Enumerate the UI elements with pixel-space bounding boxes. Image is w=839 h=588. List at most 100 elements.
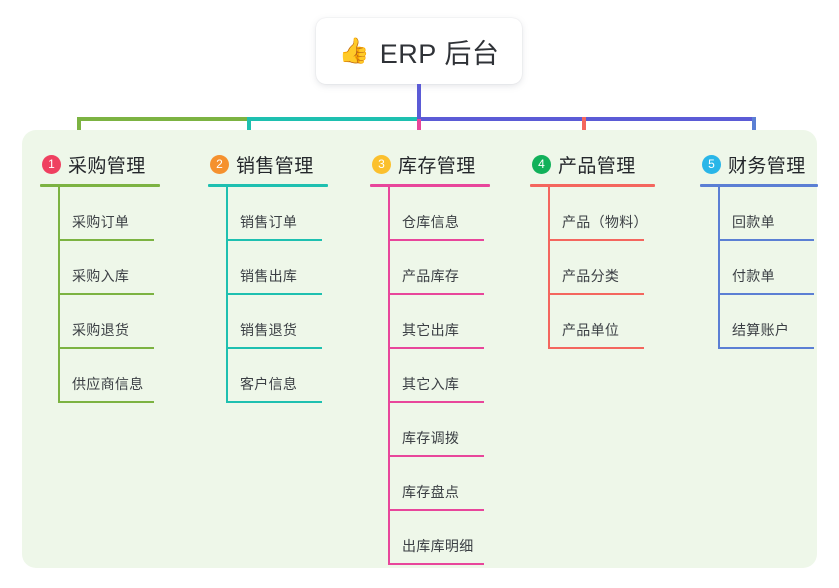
root-node-card[interactable]: 👍 ERP 后台 [316,18,522,84]
list-item-rule [548,347,644,349]
column-5: 5 财务管理回款单付款单结算账户 [700,144,839,349]
list-item[interactable]: 出库库明细 [388,511,540,565]
column-badge-4: 4 [532,154,551,174]
list-item-label: 供应商信息 [72,376,144,392]
root-node-title: ERP 后台 [379,38,500,69]
column-4: 4 产品管理产品（物料） 产品分类产品单位 [530,144,705,349]
list-item-rule [388,293,484,295]
list-item-rule [226,293,322,295]
list-item-label: 回款单 [732,214,775,230]
list-item[interactable]: 结算账户 [718,295,839,349]
list-item[interactable]: 销售退货 [226,295,368,349]
column-header-3[interactable]: 3 库存管理 [370,144,540,184]
column-title-4: 产品管理 [558,155,636,177]
column-header-2[interactable]: 2 销售管理 [208,144,368,184]
list-item-label: 其它入库 [402,376,460,392]
list-item[interactable]: 仓库信息 [388,187,540,241]
list-item-rule [58,347,154,349]
list-item-label: 销售出库 [240,268,298,284]
list-item-label: 销售订单 [240,214,298,230]
column-rule-4 [530,184,655,187]
column-badge-2: 2 [210,154,229,174]
list-item[interactable]: 库存盘点 [388,457,540,511]
list-item-rule [718,293,814,295]
list-item[interactable]: 销售订单 [226,187,368,241]
list-item-label: 仓库信息 [402,214,460,230]
list-item[interactable]: 采购订单 [58,187,200,241]
list-item-rule [718,239,814,241]
list-item[interactable]: 采购入库 [58,241,200,295]
list-item[interactable]: 库存调拨 [388,403,540,457]
diagram-panel: 1 采购管理采购订单采购入库采购退货供应商信息 2 销售管理销售订单销售出库销售退货客… [22,130,818,568]
thumbs-up-icon: 👍 [338,36,370,65]
list-item[interactable]: 付款单 [718,241,839,295]
column-rule-3 [370,184,490,187]
list-item-label: 产品分类 [562,268,620,284]
column-header-1[interactable]: 1 采购管理 [40,144,200,184]
list-item[interactable]: 客户信息 [226,349,368,403]
column-items-2: 销售订单销售出库销售退货客户信息 [226,187,368,403]
list-item-label: 采购入库 [72,268,130,284]
list-item-label: 出库库明细 [402,538,474,554]
column-title-5: 财务管理 [728,155,806,177]
column-header-4[interactable]: 4 产品管理 [530,144,705,184]
list-item-rule [58,401,154,403]
list-item-rule [718,347,814,349]
list-item-rule [226,239,322,241]
list-item-rule [226,347,322,349]
list-item[interactable]: 产品单位 [548,295,705,349]
column-header-5[interactable]: 5 财务管理 [700,144,839,184]
column-badge-5: 5 [702,154,721,174]
list-item[interactable]: 产品（物料） [548,187,705,241]
list-item-label: 产品（物料） [562,214,648,230]
column-title-3: 库存管理 [398,155,476,177]
column-items-1: 采购订单采购入库采购退货供应商信息 [58,187,200,403]
column-spine-1 [58,187,60,403]
column-items-5: 回款单付款单结算账户 [718,187,839,349]
list-item[interactable]: 其它出库 [388,295,540,349]
column-1: 1 采购管理采购订单采购入库采购退货供应商信息 [40,144,200,403]
list-item-label: 销售退货 [240,322,298,338]
column-spine-5 [718,187,720,349]
column-badge-1: 1 [42,154,61,174]
list-item-label: 采购退货 [72,322,130,338]
column-rule-2 [208,184,328,187]
column-spine-4 [548,187,550,349]
list-item-rule [388,455,484,457]
list-item-label: 结算账户 [732,322,790,338]
list-item-label: 库存盘点 [402,484,460,500]
list-item-rule [388,239,484,241]
list-item-rule [58,239,154,241]
list-item[interactable]: 其它入库 [388,349,540,403]
list-item[interactable]: 产品分类 [548,241,705,295]
column-2: 2 销售管理销售订单销售出库销售退货客户信息 [208,144,368,403]
column-3: 3 库存管理仓库信息产品库存其它出库其它入库库存调拨库存盘点出库库明细 [370,144,540,565]
list-item-rule [388,509,484,511]
list-item-rule [548,293,644,295]
column-items-4: 产品（物料） 产品分类产品单位 [548,187,705,349]
column-items-3: 仓库信息产品库存其它出库其它入库库存调拨库存盘点出库库明细 [388,187,540,565]
column-badge-3: 3 [372,154,391,174]
list-item-label: 采购订单 [72,214,130,230]
column-spine-3 [388,187,390,565]
list-item-rule [388,347,484,349]
list-item[interactable]: 回款单 [718,187,839,241]
column-title-1: 采购管理 [68,155,146,177]
list-item-rule [388,563,484,565]
list-item-label: 产品库存 [402,268,460,284]
list-item[interactable]: 销售出库 [226,241,368,295]
list-item-label: 库存调拨 [402,430,460,446]
list-item-label: 付款单 [732,268,775,284]
list-item-label: 其它出库 [402,322,460,338]
column-title-2: 销售管理 [236,155,314,177]
list-item-rule [58,293,154,295]
column-rule-1 [40,184,160,187]
list-item-rule [226,401,322,403]
list-item[interactable]: 采购退货 [58,295,200,349]
list-item-rule [388,401,484,403]
column-spine-2 [226,187,228,403]
list-item[interactable]: 供应商信息 [58,349,200,403]
list-item[interactable]: 产品库存 [388,241,540,295]
list-item-label: 客户信息 [240,376,298,392]
list-item-label: 产品单位 [562,322,620,338]
